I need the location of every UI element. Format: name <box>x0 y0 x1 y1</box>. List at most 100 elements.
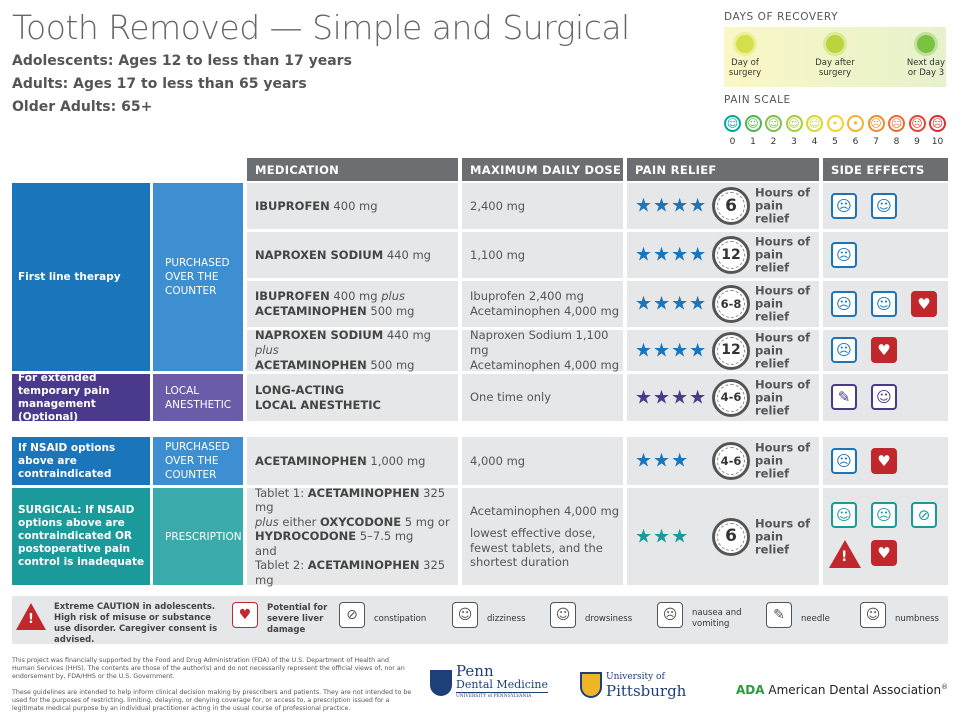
pain-face-icon: ☺ <box>806 115 823 132</box>
max-ibuprofen: 2,400 mg <box>462 183 623 229</box>
pain-number: 5 <box>832 137 838 147</box>
pain-number: 10 <box>931 137 944 147</box>
numbness-icon: ☺ <box>871 384 897 410</box>
nausea-icon: ☹ <box>831 291 857 317</box>
dizziness-icon: ☺ <box>831 502 857 528</box>
sun-icon <box>826 35 844 53</box>
header-max-dose: MAXIMUM DAILY DOSE <box>462 158 623 181</box>
age-older: Older Adults: 65+ <box>12 99 153 115</box>
legend-needle: needle <box>801 614 830 624</box>
category-prescription: PRESCRIPTION <box>153 488 243 585</box>
header-pain-relief: PAIN RELIEF <box>627 158 819 181</box>
nausea-icon: ☹ <box>831 448 857 474</box>
nausea-icon: ☹ <box>831 193 857 219</box>
legend-dizziness: dizziness <box>487 614 526 624</box>
category-extended: For extended temporary pain management (… <box>12 372 150 423</box>
dizziness-icon: ☺ <box>452 602 478 628</box>
sun-icon <box>736 35 754 53</box>
drowsiness-icon: ☺ <box>871 291 897 317</box>
stars-rating: ★★★★ <box>635 339 708 361</box>
clock-icon: 6-8 <box>712 285 750 323</box>
ada-logo: ADA American Dental Association® <box>736 683 949 697</box>
sun-icon <box>917 35 935 53</box>
category-surgical: SURGICAL: If NSAID options above are con… <box>12 488 150 585</box>
needle-icon: ✎ <box>831 384 857 410</box>
pain-number: 4 <box>811 137 818 147</box>
side-naproxen: ☹ <box>823 232 948 278</box>
penn-logo: Penn Dental Medicine UNIVERSITY of PENNS… <box>456 662 549 699</box>
pain-number: 8 <box>893 137 900 147</box>
recovery-heading: DAYS OF RECOVERY <box>724 11 839 23</box>
pain-face-icon: ☹ <box>908 115 926 132</box>
caution-mark: ! <box>28 612 34 627</box>
stars-rating: ★★★★ <box>635 292 708 315</box>
pain-number: 3 <box>791 137 797 147</box>
clock-icon: 12 <box>712 236 750 274</box>
page-title: Tooth Removed — Simple and Surgical <box>12 8 630 47</box>
legend-drowsiness: drowsiness <box>585 614 633 624</box>
liver-icon: ♥ <box>871 540 897 566</box>
clock-icon: 4-6 <box>712 442 750 480</box>
liver-icon: ♥ <box>871 337 897 363</box>
stars-rating: ★★★★ <box>635 194 708 217</box>
stars-rating: ★★★★ <box>635 386 708 408</box>
med-ibuprofen: IBUPROFEN 400 mg <box>247 183 458 229</box>
legend-caution: Extreme CAUTION in adolescents. High ris… <box>54 602 218 645</box>
pitt-logo: University of Pittsburgh <box>606 672 687 700</box>
stars-rating: ★★★ <box>635 525 690 547</box>
legend-band <box>12 596 948 644</box>
category-otc2: PURCHASED OVER THE COUNTER <box>153 437 243 485</box>
clock-icon: 6 <box>712 517 750 556</box>
side-prescription: ☺ ☹ ⊘ ! ♥ <box>823 488 948 585</box>
pain-face-icon: • <box>847 115 864 132</box>
pain-number: 7 <box>873 137 879 147</box>
caution-icon <box>16 603 46 630</box>
legend-constipation: constipation <box>374 614 427 624</box>
legend-nausea: nausea and vomiting <box>692 608 742 629</box>
pain-face-icon: ☺ <box>724 115 741 132</box>
header-side-effects: SIDE EFFECTS <box>823 158 948 181</box>
med-naproxen: NAPROXEN SODIUM 440 mg <box>247 232 458 278</box>
clock-icon: 12 <box>712 331 750 370</box>
pain-scale-heading: PAIN SCALE <box>724 94 791 106</box>
max-acetaminophen: 4,000 mg <box>462 437 623 485</box>
age-adolescents: Adolescents: Ages 12 to less than 17 yea… <box>12 53 352 69</box>
pain-number: 1 <box>750 137 756 147</box>
side-naproxen-acetaminophen: ☹ ♥ <box>823 330 948 371</box>
nausea-icon: ☹ <box>657 602 683 628</box>
legend-numbness: numbness <box>895 614 939 624</box>
side-ibuprofen: ☹ ☺ <box>823 183 948 229</box>
side-ibuprofen-acetaminophen: ☹ ☺ ♥ <box>823 281 948 327</box>
pain-face-icon: ☹ <box>867 115 885 132</box>
nausea-icon: ☹ <box>831 337 857 363</box>
pain-face-icon: ☺ <box>744 115 762 132</box>
max-naproxen: 1,100 mg <box>462 232 623 278</box>
pain-face-icon: ☺ <box>765 115 782 132</box>
pain-number: 0 <box>729 137 736 147</box>
liver-icon: ♥ <box>871 448 897 474</box>
stars-rating: ★★★ <box>635 449 690 472</box>
liver-icon: ♥ <box>911 291 937 317</box>
clock-icon: 6 <box>712 187 750 225</box>
legend-liver: Potential for severe liver damage <box>267 603 328 635</box>
side-acetaminophen: ☹ ♥ <box>823 437 948 485</box>
med-prescription: Tablet 1: ACETAMINOPHEN 325 mg plus eith… <box>247 486 458 587</box>
pain-face-icon: ☹ <box>888 115 905 132</box>
